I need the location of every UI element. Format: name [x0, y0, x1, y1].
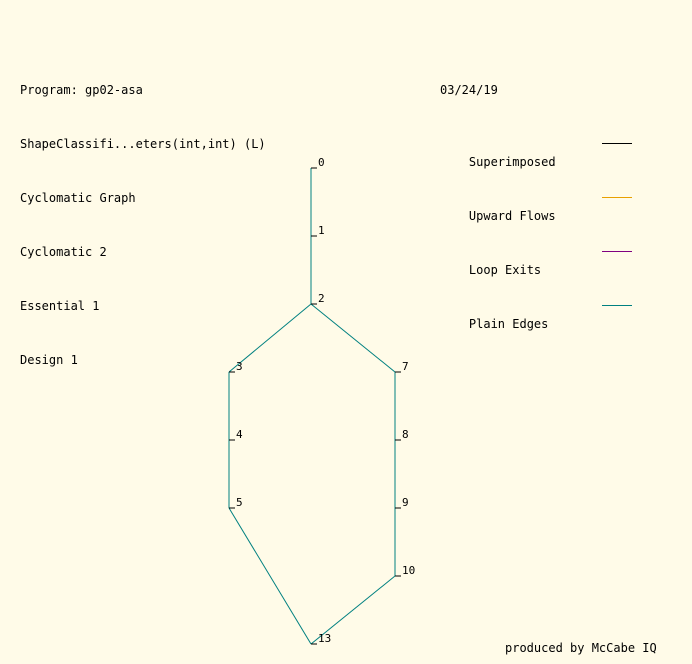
legend-item-plain-edges: Plain Edges [440, 297, 632, 331]
graph-info-panel: Program: gp02-asa ShapeClassifi...eters(… [20, 45, 266, 387]
legend-item-superimposed: Superimposed [440, 135, 632, 169]
legend-item-loop-exits: Loop Exits [440, 243, 632, 277]
module-name: ShapeClassifi...eters(int,int) (L) [20, 137, 266, 151]
essential-metric: Essential 1 [20, 299, 100, 313]
edge-2-7 [310, 303, 396, 373]
node-label-13: 13 [318, 632, 331, 645]
legend-item-upward-flows: Upward Flows [440, 189, 632, 223]
edge-5-13 [228, 507, 312, 645]
report-date: 03/24/19 [440, 83, 498, 97]
legend-swatch [602, 197, 632, 198]
legend-swatch [602, 143, 632, 144]
edge-10-13 [310, 575, 396, 645]
node-label-4: 4 [236, 428, 243, 441]
graph-type: Cyclomatic Graph [20, 191, 136, 205]
node-label-1: 1 [318, 224, 325, 237]
legend-swatch [602, 251, 632, 252]
legend-panel: 03/24/19 Superimposed Upward Flows Loop … [440, 45, 632, 333]
cyclomatic-metric: Cyclomatic 2 [20, 245, 107, 259]
node-label-8: 8 [402, 428, 409, 441]
node-label-2: 2 [318, 292, 325, 305]
edge-2-3 [228, 303, 312, 373]
node-label-7: 7 [402, 360, 409, 373]
footer-credit: produced by McCabe IQ [505, 641, 657, 655]
node-label-3: 3 [236, 360, 243, 373]
program-name: Program: gp02-asa [20, 83, 143, 97]
legend-label: Plain Edges [468, 317, 549, 331]
legend-label: Upward Flows [468, 209, 556, 223]
node-label-0: 0 [318, 156, 325, 169]
node-label-10: 10 [402, 564, 415, 577]
legend-swatch [602, 305, 632, 306]
design-metric: Design 1 [20, 353, 78, 367]
node-label-5: 5 [236, 496, 243, 509]
node-label-9: 9 [402, 496, 409, 509]
legend-label: Superimposed [468, 155, 556, 169]
legend-label: Loop Exits [468, 263, 542, 277]
